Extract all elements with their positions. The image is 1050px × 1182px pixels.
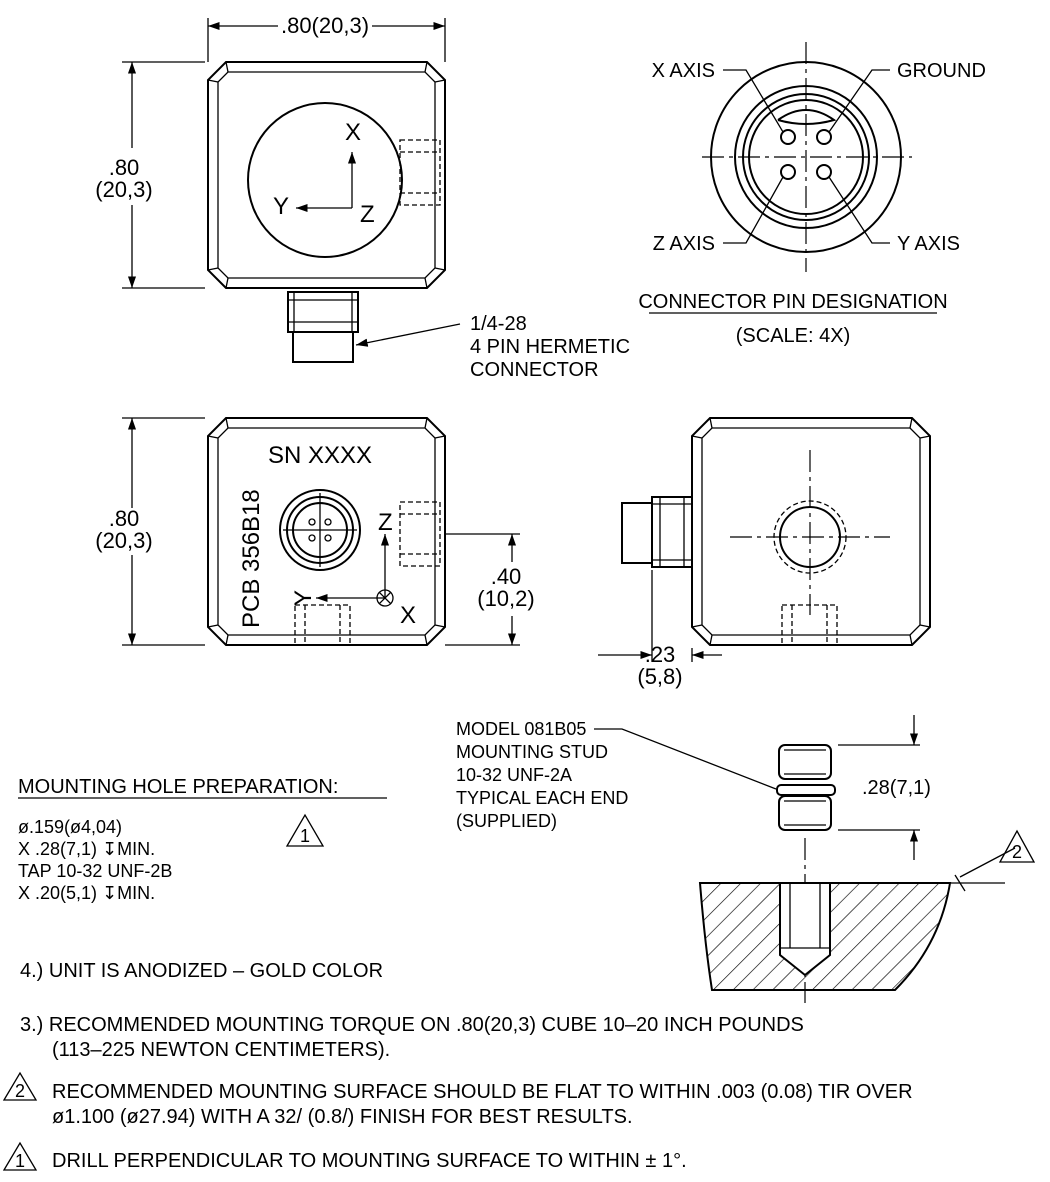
mounting-hole-prep: MOUNTING HOLE PREPARATION: 1 ø.159(ø4,04… xyxy=(18,776,387,903)
note-1-num: 1 xyxy=(15,1151,25,1171)
stud-note-1: MODEL 081B05 xyxy=(456,719,586,739)
top-axis-y: Y xyxy=(273,193,289,220)
pin-designation-title: CONNECTOR PIN DESIGNATION xyxy=(638,291,947,313)
front-offset-dim-2: (10,2) xyxy=(477,586,534,611)
pin-label-y-axis: Y AXIS xyxy=(897,233,960,255)
stud-note-2: MOUNTING STUD xyxy=(456,742,608,762)
pin-label-x-axis: X AXIS xyxy=(652,60,715,82)
front-offset-dim-1: .40 xyxy=(491,564,522,589)
note-2-num: 2 xyxy=(15,1081,25,1101)
note-2-line-2: ø1.100 (ø27.94) WITH A 32/ (0.8/) FINISH… xyxy=(52,1106,633,1128)
top-height-dim-1: .80 xyxy=(109,155,140,180)
side-connector xyxy=(651,496,693,568)
stud-upper-thread xyxy=(778,744,832,780)
note-3-line-1: 3.) RECOMMENDED MOUNTING TORQUE ON .80(2… xyxy=(20,1014,804,1036)
pin-x-axis xyxy=(780,129,796,145)
mounting-line-1: ø.159(ø4,04) xyxy=(18,817,122,837)
mounting-line-4: X .20(5,1) ↧MIN. xyxy=(18,883,155,903)
front-axis-y: Y xyxy=(290,590,317,606)
mounting-line-2: X .28(7,1) ↧MIN. xyxy=(18,839,155,859)
surface-ref-num: 2 xyxy=(1012,842,1022,862)
top-body-outline xyxy=(207,61,446,289)
note-2-line-1: RECOMMENDED MOUNTING SURFACE SHOULD BE F… xyxy=(52,1081,913,1103)
top-height-dim-2: (20,3) xyxy=(95,177,152,202)
front-view: .80 (20,3) SN XXXX PCB 356B18 xyxy=(95,417,535,646)
stud-note-3: 10-32 UNF-2A xyxy=(456,765,572,785)
top-view: .80(20,3) .80 (20,3) X Y Z xyxy=(95,13,630,381)
mounting-stud-view: MODEL 081B05 MOUNTING STUD 10-32 UNF-2A … xyxy=(456,715,1036,1003)
pin-ground xyxy=(816,129,832,145)
mounting-title: MOUNTING HOLE PREPARATION: xyxy=(18,776,338,798)
top-connector xyxy=(287,291,359,333)
front-connector xyxy=(279,489,361,571)
stud-lower-thread xyxy=(778,795,832,831)
top-axis-x: X xyxy=(345,119,361,146)
pin-y-axis xyxy=(816,164,832,180)
note-1-triangle xyxy=(2,1141,38,1171)
stud-note-4: TYPICAL EACH END xyxy=(456,788,628,808)
connector-note-1: 1/4-28 xyxy=(470,313,527,335)
notes: 4.) UNIT IS ANODIZED – GOLD COLOR 3.) RE… xyxy=(2,960,913,1172)
front-axis-z: Z xyxy=(378,509,393,536)
mounting-line-3: TAP 10-32 UNF-2B xyxy=(18,861,172,881)
top-label-circle xyxy=(247,102,403,258)
serial-number: SN XXXX xyxy=(268,442,372,469)
front-height-dim-2: (20,3) xyxy=(95,528,152,553)
connector-note-2: 4 PIN HERMETIC xyxy=(470,336,630,358)
pin-z-axis xyxy=(780,164,796,180)
side-dim-1: .23 xyxy=(645,642,676,667)
stud-note-5: (SUPPLIED) xyxy=(456,811,557,831)
connector-note-3: CONNECTOR xyxy=(470,359,599,381)
note-4: 4.) UNIT IS ANODIZED – GOLD COLOR xyxy=(20,960,383,982)
stud-length-dim: .28(7,1) xyxy=(862,777,931,799)
note-3-line-2: (113–225 NEWTON CENTIMETERS). xyxy=(52,1039,390,1061)
side-view: .23 (5,8) xyxy=(598,417,931,689)
note-2-triangle xyxy=(2,1071,38,1101)
top-width-dim: .80(20,3) xyxy=(281,13,369,38)
pin-label-ground: GROUND xyxy=(897,60,986,82)
side-dim-2: (5,8) xyxy=(637,664,682,689)
front-height-dim-1: .80 xyxy=(109,506,140,531)
note-1-line-1: DRILL PERPENDICULAR TO MOUNTING SURFACE … xyxy=(52,1150,687,1172)
side-body-outline xyxy=(691,417,931,646)
front-axis-x: X xyxy=(400,602,416,629)
model-label: PCB 356B18 xyxy=(238,489,265,628)
pin-designation-scale: (SCALE: 4X) xyxy=(736,325,850,347)
pin-label-z-axis: Z AXIS xyxy=(653,233,715,255)
connector-pin-view: X AXIS GROUND Z AXIS Y AXIS CONNECTOR PI… xyxy=(638,42,986,347)
mounting-ref-num: 1 xyxy=(300,826,310,846)
top-axis-z: Z xyxy=(360,201,375,228)
